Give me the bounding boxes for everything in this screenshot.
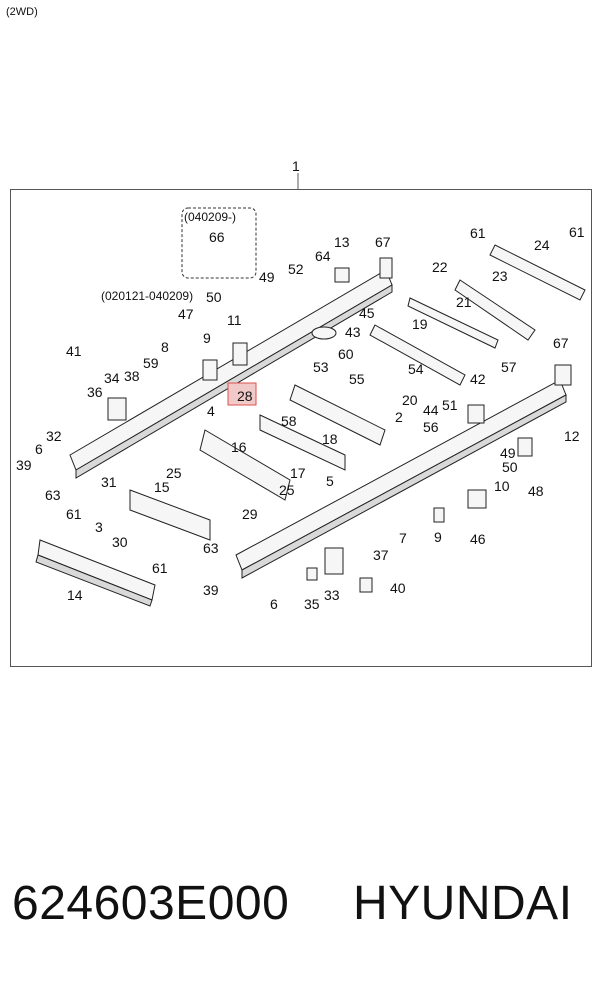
callout-label: 49 <box>259 269 275 285</box>
callout-label: 41 <box>66 343 82 359</box>
callout-label: 39 <box>203 582 219 598</box>
callout-label: 47 <box>178 306 194 322</box>
callout-label: 42 <box>470 371 486 387</box>
callout-label: 23 <box>492 268 508 284</box>
callout-label: 34 <box>104 370 120 386</box>
callout-label: 37 <box>373 547 389 563</box>
callout-label: 17 <box>290 465 306 481</box>
rear-cross-member <box>454 244 586 341</box>
callout-label: 64 <box>315 248 331 264</box>
callout-label: 50 <box>502 459 518 475</box>
callout-highlighted: 28 <box>237 388 253 404</box>
callout-label: 46 <box>470 531 486 547</box>
callout-label: 11 <box>227 312 242 328</box>
callout-label: 35 <box>304 596 320 612</box>
callout-label: 67 <box>553 335 569 351</box>
callout-label: 33 <box>324 587 340 603</box>
callout-label: 59 <box>143 355 159 371</box>
cross-tube <box>369 297 499 386</box>
callout-assembly: 1 <box>292 158 300 174</box>
callout-label: 22 <box>432 259 448 275</box>
callout-label: 63 <box>45 487 61 503</box>
part-number: 624603E000 <box>12 877 290 930</box>
callout-label: 63 <box>203 540 219 556</box>
variant-label: (2WD) <box>6 6 38 18</box>
callout-label: 54 <box>408 361 424 377</box>
cross-member-mid <box>259 384 386 471</box>
callout-label: 4 <box>207 403 215 419</box>
callout-label: 3 <box>95 519 103 535</box>
callout-label: 19 <box>412 316 428 332</box>
callout-label: 7 <box>399 530 407 546</box>
callout-labels: 66 13 67 61 24 61 49 52 64 22 23 50 21 4… <box>16 224 585 612</box>
callout-label: 49 <box>500 445 516 461</box>
callout-label: 53 <box>313 359 329 375</box>
callout-label: 61 <box>152 560 168 576</box>
callout-label: 55 <box>349 371 365 387</box>
callout-label: 36 <box>87 384 103 400</box>
callout-label: 21 <box>456 294 472 310</box>
callout-label: 44 <box>423 402 439 418</box>
callout-label: 16 <box>231 439 247 455</box>
callout-label: 45 <box>359 305 375 321</box>
callout-label: 18 <box>322 431 338 447</box>
callout-label: 29 <box>242 506 258 522</box>
callout-label: 61 <box>569 224 585 240</box>
callout-label: 43 <box>345 324 361 340</box>
callout-label: 25 <box>166 465 182 481</box>
callout-label: 6 <box>35 441 43 457</box>
callout-label: 30 <box>112 534 128 550</box>
callout-label: 31 <box>101 474 117 490</box>
callout-label: 9 <box>434 529 442 545</box>
date-note-top: (040209-) <box>184 210 236 224</box>
highlight-box <box>227 382 257 406</box>
mount-brackets <box>107 257 572 593</box>
callout-label: 14 <box>67 587 83 603</box>
callout-label: 9 <box>203 330 211 346</box>
callout-label: 58 <box>281 413 297 429</box>
callout-label: 61 <box>470 225 486 241</box>
footer: 624603E000 HYUNDAI <box>12 876 592 946</box>
callout-label: 38 <box>124 368 140 384</box>
callout-label: 60 <box>338 346 354 362</box>
callout-label: 57 <box>501 359 517 375</box>
callout-label: 12 <box>564 428 580 444</box>
callout-label: 32 <box>46 428 62 444</box>
callout-label: 20 <box>402 392 418 408</box>
cross-member-front <box>129 429 291 541</box>
callout-label: 48 <box>528 483 544 499</box>
date-note-range: (020121-040209) <box>101 289 193 303</box>
callout-label: 51 <box>442 397 458 413</box>
callout-label: 50 <box>206 289 222 305</box>
callout-label: 25 <box>279 482 295 498</box>
callout-label: 67 <box>375 234 391 250</box>
callout-label: 10 <box>494 478 510 494</box>
callout-label: 40 <box>390 580 406 596</box>
diagram-frame <box>10 189 592 667</box>
callout-label: 39 <box>16 457 32 473</box>
callout-label: 56 <box>423 419 439 435</box>
callout-label: 66 <box>209 229 225 245</box>
callout-label: 15 <box>154 479 170 495</box>
callout-label: 5 <box>326 473 334 489</box>
front-bumper-beam <box>35 539 156 607</box>
callout-label: 2 <box>395 409 403 425</box>
brand-name: HYUNDAI <box>353 877 573 930</box>
callout-label: 24 <box>534 237 550 253</box>
frame-rail-right <box>235 379 567 579</box>
callout-label: 6 <box>270 596 278 612</box>
callout-label: 13 <box>334 234 350 250</box>
callout-label: 52 <box>288 261 304 277</box>
callout-label: 8 <box>161 339 169 355</box>
callout-label: 61 <box>66 506 82 522</box>
date-note-box <box>181 207 257 279</box>
